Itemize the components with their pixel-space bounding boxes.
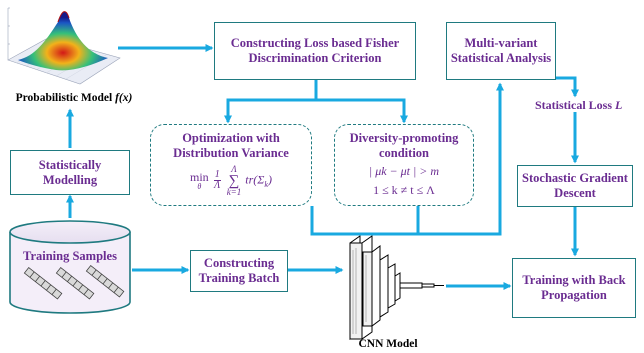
optimization-term: tr(Σ [245, 172, 265, 187]
flow-arrows [66, 44, 579, 290]
optimization-formula: min θ 1 Λ Λ ∑ k=1 tr(Σk) [151, 165, 311, 196]
constructing-loss-box: Constructing Loss based Fisher Discrimin… [214, 22, 416, 80]
statistical-loss-variable: L [615, 98, 623, 112]
summation-sigma: ∑ [228, 172, 240, 189]
cnn-model-drawing [349, 235, 444, 340]
sample-image-strips [23, 264, 125, 300]
optimization-sum-top: Λ [231, 164, 237, 174]
sgd-box: Stochastic Gradient Descent [517, 165, 633, 207]
diversity-line2: 1 ≤ k ≠ t ≤ Λ [373, 183, 435, 198]
optimization-min-sub: θ [197, 181, 202, 191]
optimization-box: Optimization with Distribution Variance … [150, 124, 312, 206]
optimization-frac-den: Λ [214, 180, 221, 192]
statistical-loss-label: Statistical Loss L [535, 98, 622, 113]
arrow-multivariant-to-loss-label [555, 76, 579, 98]
training-back-label: Training with Back Propagation [522, 273, 626, 302]
probabilistic-model-caption: Probabilistic Model f(x) [4, 92, 144, 104]
optimization-term-close: ) [267, 172, 272, 187]
sgd-label: Stochastic Gradient Descent [522, 171, 628, 200]
statistically-modelling-box: Statistically Modelling [10, 150, 130, 195]
constructing-batch-box: Constructing Training Batch [190, 250, 288, 292]
multivariant-analysis-label: Multi-variant Statistical Analysis [450, 36, 552, 65]
training-samples-database [9, 220, 131, 314]
diversity-line1: | μk − μt | > m [368, 164, 440, 178]
optimization-fraction: 1 Λ [213, 168, 221, 192]
statistically-modelling-label: Statistically Modelling [38, 157, 102, 187]
diversity-title: Diversity-promoting condition [349, 131, 459, 160]
arrow-loss-split [224, 80, 318, 124]
optimization-min: min [190, 169, 209, 184]
diversity-box: Diversity-promoting condition | μk − μt … [334, 124, 474, 206]
arrow-loss-split-right [316, 98, 408, 124]
multivariant-analysis-box: Multi-variant Statistical Analysis [446, 22, 556, 80]
cnn-model-caption: CNN Model [358, 338, 418, 350]
optimization-sum-bottom: k=1 [226, 186, 242, 197]
arrow-branches-to-multivariant [416, 82, 504, 236]
optimization-sum: Λ ∑ k=1 [227, 165, 242, 196]
arrow-left-branch-join [310, 206, 420, 236]
probabilistic-model-caption-math: f(x) [115, 92, 133, 104]
training-back-box: Training with Back Propagation [512, 258, 636, 318]
constructing-loss-label: Constructing Loss based Fisher Discrimin… [230, 36, 400, 65]
statistical-loss-text: Statistical Loss [535, 98, 613, 112]
probability-surface-plot [7, 7, 121, 85]
optimization-frac-num: 1 [213, 168, 221, 182]
constructing-batch-label: Constructing Training Batch [198, 256, 280, 285]
optimization-term-sub: k [264, 179, 268, 189]
optimization-title: Optimization with Distribution Variance [173, 131, 289, 160]
training-samples-label: Training Samples [23, 249, 117, 263]
probabilistic-model-caption-text: Probabilistic Model [15, 92, 113, 104]
